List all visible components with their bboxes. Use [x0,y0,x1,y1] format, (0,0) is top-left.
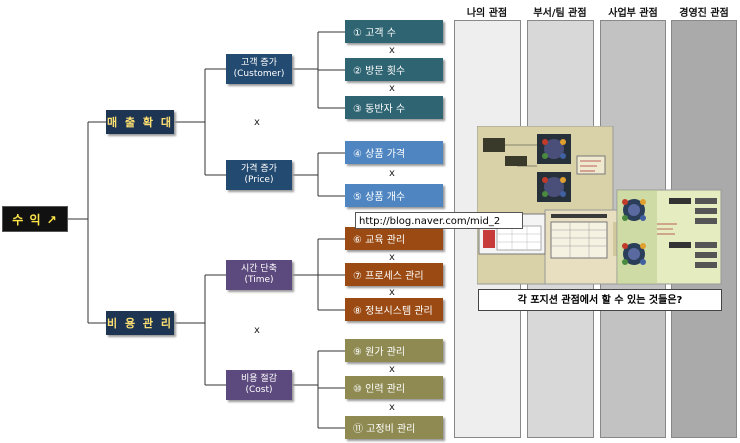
leaf-fixed-cost-management: ⑪ 고정비 관리 [345,416,443,439]
multiply-sign: x [254,117,260,128]
revenue-root-node: 수 익 ↗ [2,206,68,232]
price-increase-node: 가격 증가 (Price) [226,160,292,190]
node-label: 비용 절감 [241,374,277,384]
cost-management-node: 비 용 관 리 [106,311,174,335]
column-header-my-view: 나의 관점 [466,8,508,19]
node-sublabel: (Time) [244,275,274,285]
column-header-executive-view: 경영진 관점 [679,8,729,19]
leaf-customer-count: ① 고객 수 [345,20,443,43]
leaf-information-system-management: ⑧ 정보시스템 관리 [345,298,443,321]
node-sublabel: (Cost) [245,385,273,395]
multiply-sign: x [389,168,395,179]
multiply-sign: x [389,402,395,413]
leaf-product-count: ⑤ 상품 개수 [345,184,443,207]
perspective-question-caption: 각 포지션 관점에서 할 수 있는 것들은? [478,289,722,311]
multiply-sign: x [389,364,395,375]
multiply-sign: x [389,252,395,263]
node-label: 가격 증가 [241,164,277,174]
leaf-companion-count: ③ 동반자 수 [345,96,443,119]
column-header-division-view: 사업부 관점 [608,8,658,19]
column-header-team-view: 부서/팀 관점 [533,8,587,19]
leaf-visit-count: ② 방문 횟수 [345,58,443,81]
time-reduction-node: 시간 단축 (Time) [226,260,292,290]
thumbnail-collage-image [477,126,722,285]
node-label: 고객 증가 [241,58,277,68]
leaf-cost-price-management: ⑨ 원가 관리 [345,339,443,362]
customer-increase-node: 고객 증가 (Customer) [226,54,292,84]
multiply-sign: x [389,83,395,94]
multiply-sign: x [254,325,260,336]
multiply-sign: x [389,287,395,298]
blog-url-label: http://blog.naver.com/mid_2 [355,212,523,229]
leaf-personnel-management: ⑩ 인력 관리 [345,376,443,399]
node-label: 시간 단축 [241,264,277,274]
leaf-product-price: ④ 상품 가격 [345,141,443,164]
leaf-process-management: ⑦ 프로세스 관리 [345,263,443,286]
node-sublabel: (Price) [244,175,274,185]
node-sublabel: (Customer) [233,69,285,79]
sales-expansion-node: 매 출 확 대 [106,110,174,134]
multiply-sign: x [389,45,395,56]
leaf-education-management: ⑥ 교육 관리 [345,227,443,250]
cost-reduction-node: 비용 절감 (Cost) [226,370,292,400]
